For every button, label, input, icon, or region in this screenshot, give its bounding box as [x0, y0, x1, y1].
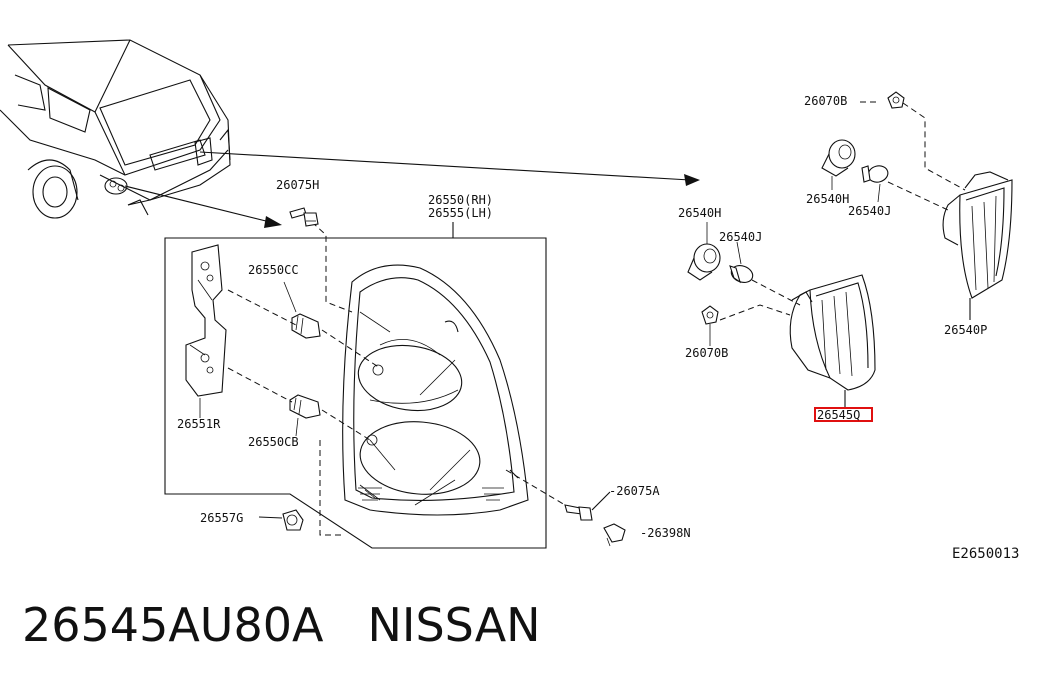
part-caption: 26545AU80A NISSAN [22, 598, 541, 652]
lamp-assembly-frame [164, 222, 547, 549]
label-26540H-mid: 26540H [678, 206, 721, 220]
part-number: 26545AU80A [22, 598, 324, 652]
label-26551R: 26551R [177, 417, 221, 431]
label-26398N: -26398N [640, 526, 691, 540]
highlight-26545Q [814, 407, 873, 422]
label-26540H-top: 26540H [806, 192, 849, 206]
socket-bracket [185, 244, 227, 418]
bulb-26550CC [283, 281, 321, 339]
label-26550: 26550(RH) [428, 193, 493, 207]
label-26557G: 26557G [200, 511, 243, 525]
clip-26557G [258, 509, 304, 531]
label-26075A: -26075A [609, 484, 660, 498]
label-26075H: 26075H [276, 178, 319, 192]
clip-26398N [603, 523, 626, 547]
label-26545Q: 26545Q [817, 408, 860, 422]
part-labels: 26070B 26540H 26540J 26540P 26075H 26550… [177, 94, 1019, 562]
bulb-26550CB [289, 394, 321, 437]
label-26555: 26555(LH) [428, 206, 493, 220]
socket-26540H-mid [687, 222, 721, 281]
dashed-leaders-side [719, 101, 966, 321]
diagram-code: E2650013 [952, 546, 1019, 562]
label-26540J-top: 26540J [848, 204, 891, 218]
nut-26070B-top [887, 91, 905, 109]
car-illustration [0, 39, 231, 219]
label-26550CC: 26550CC [248, 263, 299, 277]
brand-name: NISSAN [367, 598, 541, 652]
label-26540J-mid: 26540J [719, 230, 762, 244]
dashed-leaders-lamp [227, 221, 566, 536]
label-26070B-mid: 26070B [685, 346, 728, 360]
nut-26070B-mid [701, 305, 719, 346]
socket-26540H-top [821, 139, 856, 190]
side-lamp-26545Q [789, 274, 876, 408]
front-lamp-26540P [942, 171, 1013, 320]
rear-lamp-housing [342, 264, 529, 516]
pointer-arrows [124, 151, 700, 228]
bulb-26540J-mid [729, 241, 754, 284]
label-26070B-top: 26070B [804, 94, 847, 108]
label-26540P: 26540P [944, 323, 987, 337]
label-26550CB: 26550CB [248, 435, 299, 449]
screw-26075A [564, 491, 611, 521]
bulb-26540J-top [861, 165, 889, 203]
screw-26075H [289, 207, 319, 227]
